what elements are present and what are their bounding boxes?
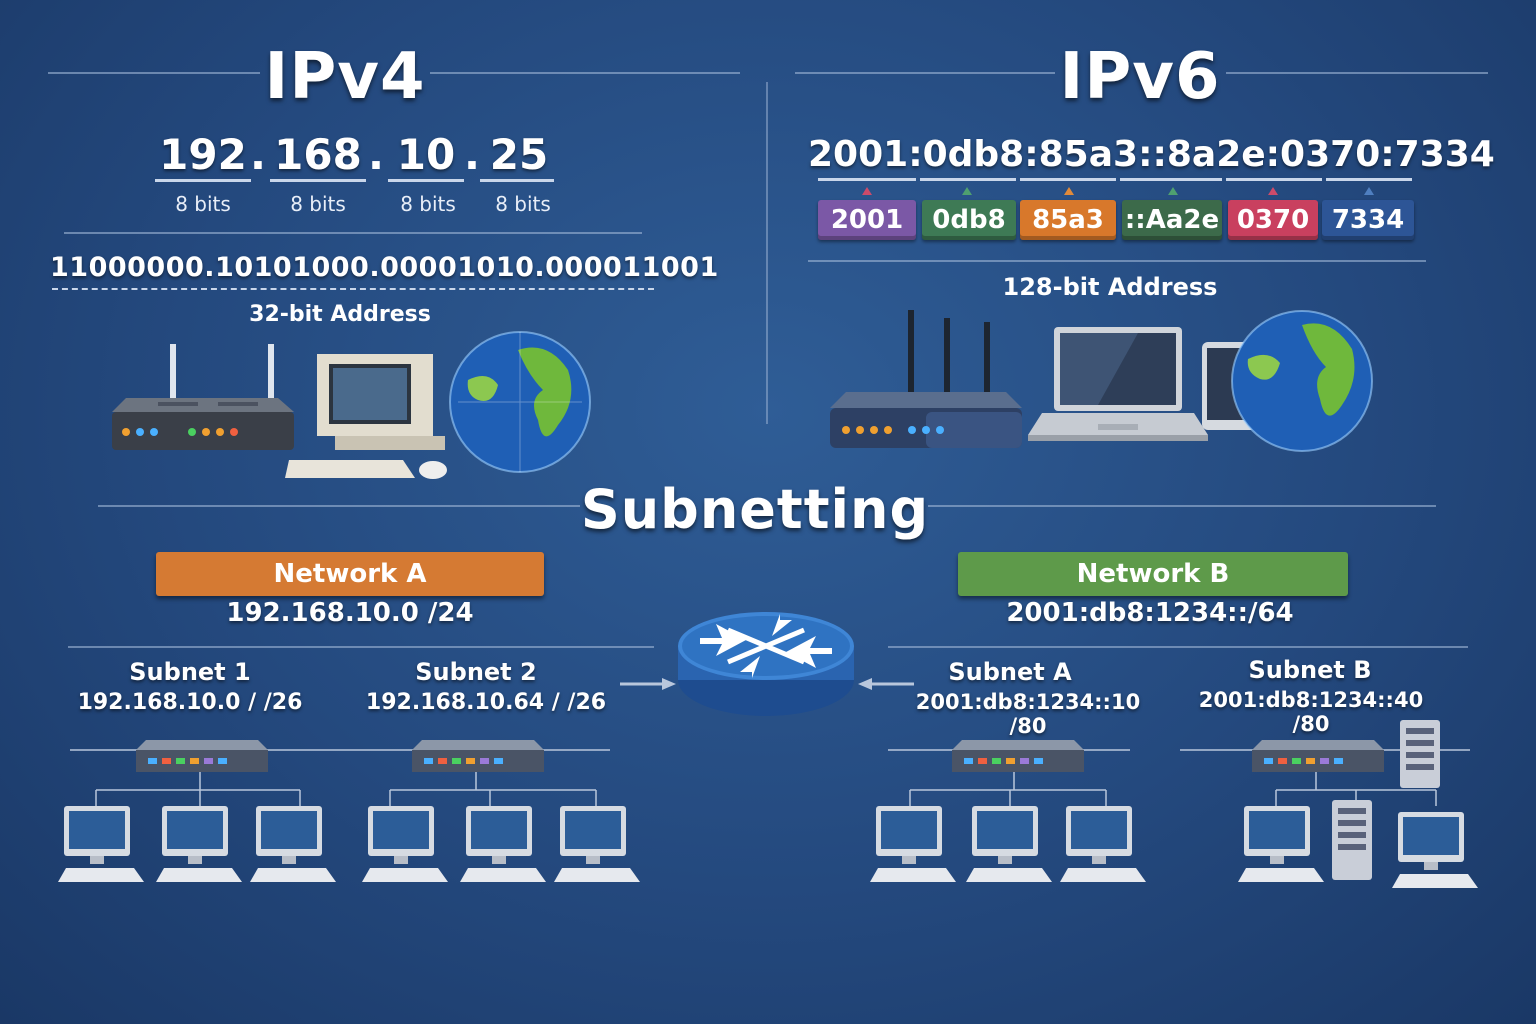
network-switch-icon: [412, 740, 544, 772]
workstation-icon: [1238, 806, 1324, 882]
workstation-icon: [1392, 812, 1478, 888]
ipv6-title: IPv6: [1059, 40, 1221, 114]
ipv6-group-chip: 85a3: [1020, 200, 1116, 240]
workstation-icon: [58, 806, 144, 882]
ipv4-caption: 32-bit Address: [249, 302, 431, 327]
workstation-icon: [362, 806, 448, 882]
ipv4-globe-icon: [449, 331, 591, 473]
network-a-label: Network A: [156, 552, 544, 596]
octet-bits-label: 8 bits: [400, 192, 456, 216]
octet-2: 168: [274, 130, 362, 179]
server-icon: [1400, 720, 1440, 788]
workstation-icon: [870, 806, 956, 882]
subnet-1-address: 192.168.10.0 / /26: [77, 690, 303, 715]
subnet-2-address: 192.168.10.64 / /26: [365, 690, 607, 715]
octet-3: 10: [396, 130, 456, 179]
network-switch-icon: [1252, 740, 1384, 772]
subnet-a-address: 2001:db8:1234::10 /80: [915, 690, 1141, 738]
workstation-icon: [460, 806, 546, 882]
subnet-a-name: Subnet A: [948, 658, 1072, 686]
network-b-label: Network B: [958, 552, 1348, 596]
octet-separator: .: [250, 130, 266, 179]
workstation-icon: [554, 806, 640, 882]
ipv6-group-chip: ::Aa2e: [1122, 200, 1222, 240]
ipv4-desktop-computer-icon: [285, 354, 447, 479]
network-switch-icon: [952, 740, 1084, 772]
network-switch-icon: [136, 740, 268, 772]
subnet-b-address: 2001:db8:1234::40 /80: [1198, 688, 1424, 736]
ipv6-group-chip: 7334: [1322, 200, 1414, 240]
ipv6-group-chip: 0370: [1228, 200, 1318, 240]
subnet-1-name: Subnet 1: [129, 658, 251, 686]
ipv6-caption: 128-bit Address: [1002, 273, 1218, 301]
network-b-address: 2001:db8:1234::/64: [1006, 598, 1294, 628]
octet-1: 192: [159, 130, 247, 179]
subnet-b-name: Subnet B: [1248, 656, 1372, 684]
workstation-icon: [1060, 806, 1146, 882]
octet-separator: .: [368, 130, 384, 179]
ipv6-router-icon: [830, 310, 1022, 448]
ipv6-globe-icon: [1231, 310, 1373, 452]
subnet-2-name: Subnet 2: [415, 658, 537, 686]
ipv4-title: IPv4: [264, 40, 426, 114]
ipv6-laptop-icon: [1028, 327, 1208, 441]
server-icon: [1332, 800, 1372, 880]
octet-4: 25: [489, 130, 549, 179]
arrow-into-router-right: [858, 678, 914, 690]
octet-bits-label: 8 bits: [495, 192, 551, 216]
core-router-icon: [678, 612, 854, 716]
octet-bits-label: 8 bits: [175, 192, 231, 216]
ipv4-binary: 11000000.10101000.00001010.000011001: [50, 252, 719, 283]
octet-separator: .: [464, 130, 480, 179]
workstation-icon: [966, 806, 1052, 882]
ipv6-group-chip: 0db8: [922, 200, 1016, 240]
ipv6-group-chip: 2001: [818, 200, 916, 240]
ipv4-router-icon: [112, 344, 294, 450]
octet-bits-label: 8 bits: [290, 192, 346, 216]
arrow-into-router-left: [620, 678, 676, 690]
subnetting-title: Subnetting: [580, 478, 930, 541]
workstation-icon: [156, 806, 242, 882]
workstation-icon: [250, 806, 336, 882]
ipv6-address: 2001:0db8:85a3::8a2e:0370:7334: [808, 134, 1495, 175]
network-a-address: 192.168.10.0 /24: [226, 598, 474, 628]
